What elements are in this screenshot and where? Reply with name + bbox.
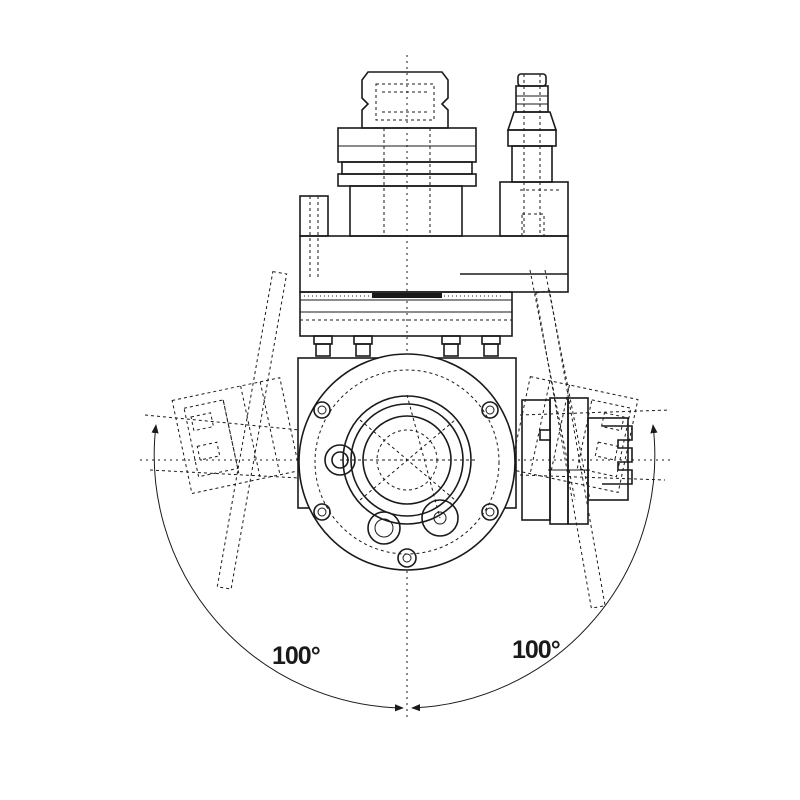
coolant-nozzle [499, 73, 569, 237]
bolt-row [313, 335, 501, 357]
phantom-left-position [144, 270, 301, 590]
rotation-dimension [151, 424, 658, 712]
main-housing [299, 235, 569, 337]
left-angle-label: 100° [272, 642, 320, 670]
right-angle-label: 100° [512, 636, 560, 664]
phantom-right-position [509, 269, 671, 609]
right-side-tool [521, 397, 633, 525]
rotating-head [297, 353, 517, 571]
scale-ticks [304, 293, 504, 298]
tool-holder-shank [337, 71, 477, 237]
locating-pin [299, 195, 329, 280]
